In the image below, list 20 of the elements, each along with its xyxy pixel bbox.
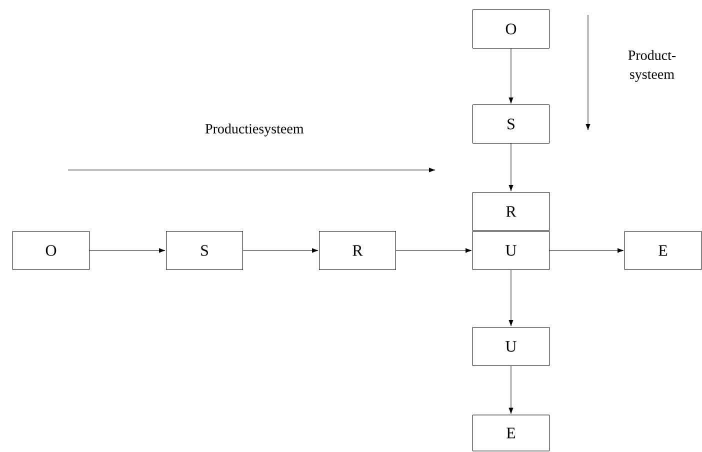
arrow — [549, 248, 624, 253]
arrow — [89, 248, 166, 253]
process-box: O — [472, 10, 550, 48]
arrow — [508, 143, 514, 192]
arrow — [508, 270, 514, 326]
arrow — [242, 248, 318, 253]
arrow — [508, 366, 514, 414]
process-box: U — [472, 231, 550, 270]
system-label: Productiesysteem — [205, 124, 304, 136]
process-box: E — [472, 414, 550, 452]
process-box: S — [472, 104, 550, 144]
process-box: R — [472, 192, 550, 231]
process-box: R — [319, 231, 396, 270]
process-box: U — [472, 327, 550, 366]
system-label: Product- systeem — [628, 50, 676, 82]
arrow — [396, 248, 472, 253]
process-box: O — [12, 231, 90, 270]
process-box: E — [624, 231, 702, 270]
arrow — [508, 48, 514, 104]
process-box: S — [166, 231, 243, 270]
